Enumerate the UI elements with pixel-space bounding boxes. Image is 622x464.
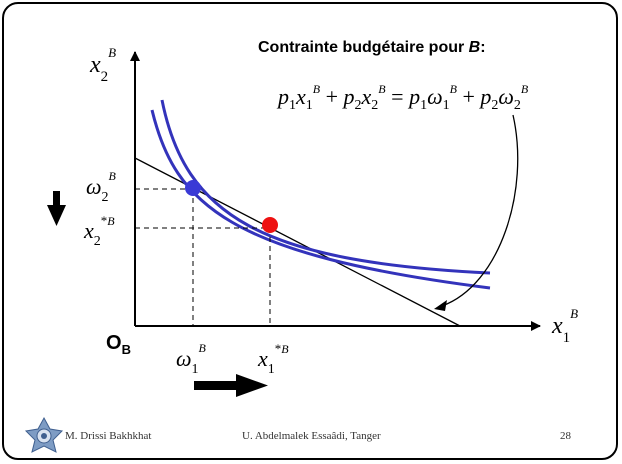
x2-star-label: x2*B <box>83 213 115 249</box>
optimum-point <box>262 217 278 233</box>
y-axis-label: x2B <box>89 45 116 85</box>
arrow-right-icon <box>194 374 268 397</box>
slide-title: Contrainte budgétaire pour B: <box>258 39 486 56</box>
logo-icon <box>24 416 64 453</box>
indifference-curve-outer <box>160 99 491 275</box>
annotation-arrowhead <box>434 300 447 311</box>
annotation-arrow <box>441 114 519 307</box>
arrow-down-icon <box>47 191 66 226</box>
slide-frame <box>2 2 618 460</box>
origin-label: OB <box>106 332 131 357</box>
indifference-curve-inner <box>150 109 491 290</box>
omega2-label: ω2B <box>86 169 117 205</box>
budget-equation: p1x1B + p2x2B = p1ω1B + p2ω2B <box>276 82 529 113</box>
footer-institution: U. Abdelmalek Essaâdi, Tanger <box>242 430 381 442</box>
x1-star-label: x1*B <box>257 341 289 377</box>
reference-lines <box>135 188 271 326</box>
endowment-point <box>185 180 201 196</box>
footer-author: M. Drissi Bakhkhat <box>65 430 151 442</box>
footer-page-number: 28 <box>560 430 572 442</box>
omega1-label: ω1B <box>176 341 207 377</box>
x-axis-label: x1B <box>551 306 578 346</box>
